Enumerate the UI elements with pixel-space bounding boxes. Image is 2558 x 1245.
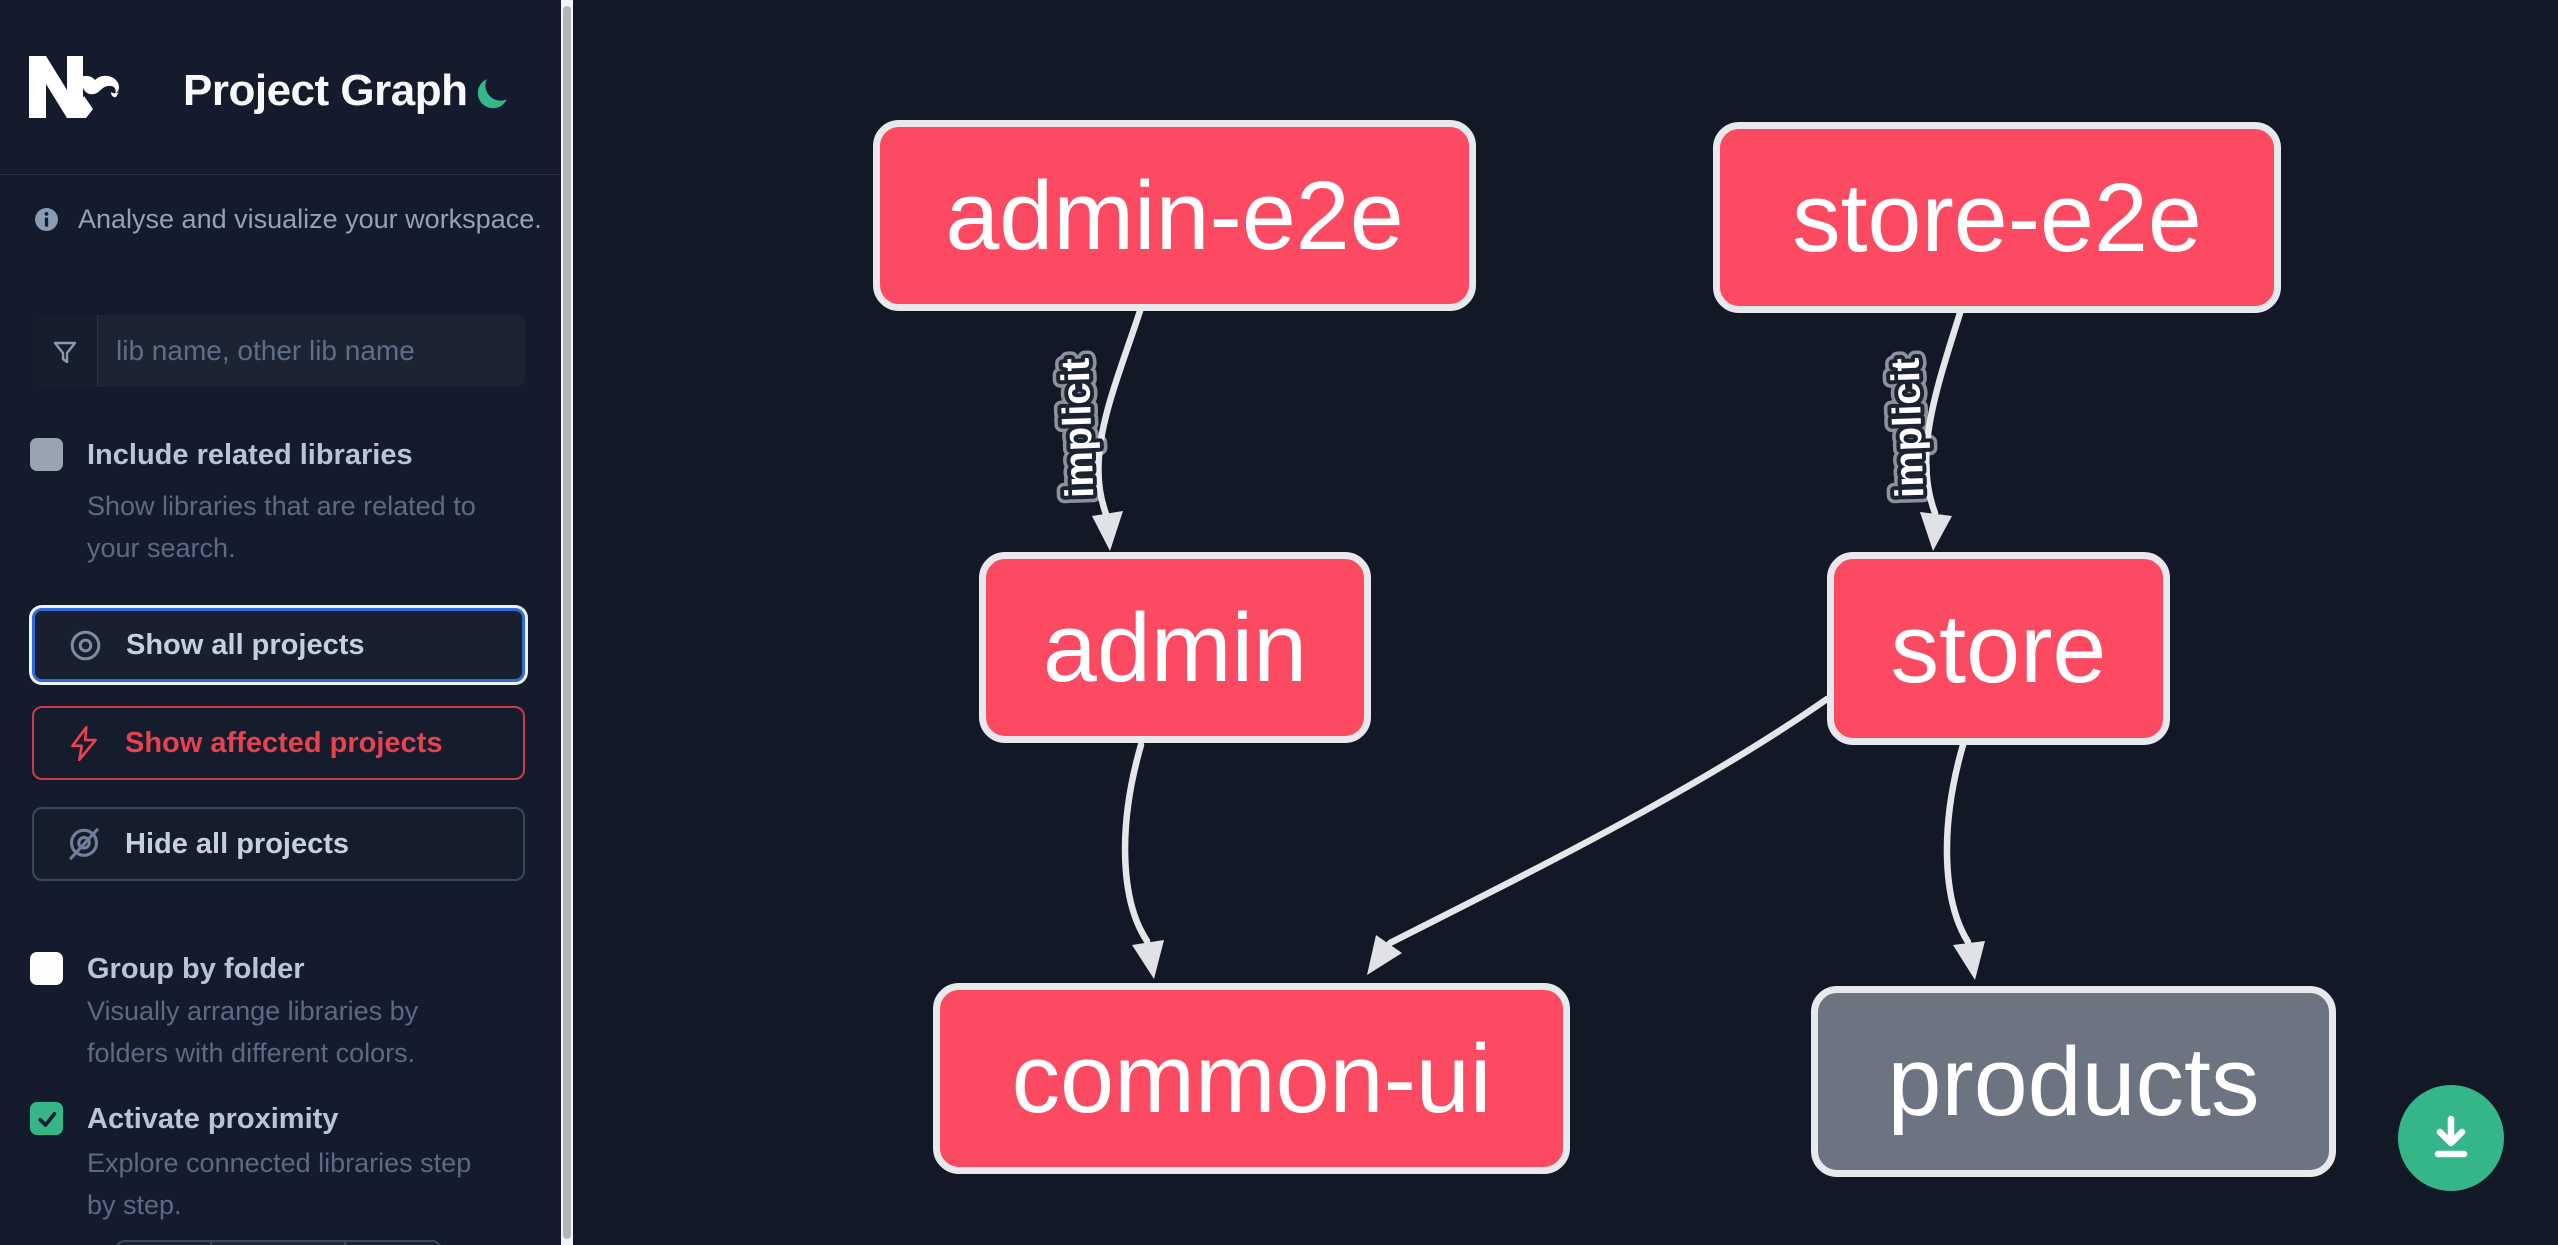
search-input[interactable] [98,315,525,387]
edge-store-products[interactable] [1943,741,1972,946]
arrowhead-icon [1953,941,1985,980]
graph-node-admin[interactable]: admin [979,552,1371,743]
arrowhead-icon [1920,512,1952,551]
node-label: store [1890,593,2107,703]
sidebar-scrollbar-track [561,0,573,1245]
edge-label-implicit: implicit [1054,357,1103,498]
lightning-bolt-icon [64,725,104,762]
graph-node-products[interactable]: products [1811,986,2336,1177]
moon-icon [477,79,507,109]
theme-toggle-button[interactable] [474,74,512,112]
node-label: admin [1042,592,1308,702]
sidebar: Project Graph Analyse and visualize your… [0,0,561,1245]
graph-node-common-ui[interactable]: common-ui [933,983,1570,1174]
show-affected-projects-label: Show affected projects [125,726,443,759]
hide-all-projects-button[interactable]: Hide all projects [32,807,525,881]
edge-admin-e2e-admin[interactable] [1095,307,1144,518]
include-related-description: Show libraries that are related to your … [87,491,476,563]
option-include-related: Include related libraries Show libraries… [30,438,530,563]
activate-proximity-description: Explore connected libraries step by step… [87,1148,472,1220]
graph-node-store[interactable]: store [1827,552,2170,745]
edge-admin-common-ui[interactable] [1121,741,1151,945]
eye-icon [65,627,105,664]
graph-edges-layer: implicit implicit implicit implicit [1046,307,1985,980]
graph-node-admin-e2e[interactable]: admin-e2e [873,120,1476,311]
arrowhead-icon [1132,940,1164,979]
edge-label-halo: implicit [1054,357,1103,498]
arrowhead-icon [1092,511,1123,551]
activate-proximity-checkbox[interactable] [30,1102,63,1135]
filter-funnel-icon [32,315,98,387]
node-label: common-ui [1011,1023,1492,1133]
show-affected-projects-button[interactable]: Show affected projects [32,706,525,780]
workspace-info-text: Analyse and visualize your workspace. [78,204,542,234]
sidebar-scrollbar-thumb[interactable] [563,6,571,1239]
include-related-checkbox[interactable] [30,438,63,471]
group-by-folder-checkbox[interactable] [30,952,63,985]
download-icon [2434,1115,2468,1158]
option-group-by-folder: Group by folder Visually arrange librari… [30,952,530,1068]
stepper-value-field[interactable] [210,1242,346,1245]
nx-logo-icon [29,56,119,118]
check-icon [37,1111,56,1127]
edge-store-common-ui[interactable] [1386,695,1831,947]
eye-off-icon [64,825,104,863]
node-label: products [1887,1026,2260,1136]
graph-node-store-e2e[interactable]: store-e2e [1713,122,2281,313]
node-label: admin-e2e [945,160,1404,270]
hide-all-projects-label: Hide all projects [125,827,350,860]
search-box [32,315,525,387]
page-title: Project Graph [183,66,468,115]
proximity-depth-stepper [115,1240,442,1245]
edge-store-e2e-store[interactable] [1922,309,1964,517]
download-image-button[interactable] [2398,1085,2504,1191]
show-all-projects-button[interactable]: Show all projects [32,608,525,682]
info-circle-icon [35,208,58,231]
include-related-label: Include related libraries [87,439,413,471]
group-by-folder-description: Visually arrange libraries by folders wi… [87,996,419,1068]
node-label: store-e2e [1792,162,2202,272]
graph-canvas[interactable]: implicit implicit implicit implicit admi… [573,0,2558,1245]
group-by-folder-label: Group by folder [87,953,305,985]
activate-proximity-label: Activate proximity [87,1103,339,1135]
edge-label-implicit: implicit [1884,357,1933,498]
sidebar-header: Project Graph [0,0,561,175]
option-activate-proximity: Activate proximity Explore connected lib… [30,1102,530,1245]
show-all-projects-label: Show all projects [126,628,365,661]
arrowhead-icon [1367,935,1402,975]
workspace-info: Analyse and visualize your workspace. [34,204,542,235]
